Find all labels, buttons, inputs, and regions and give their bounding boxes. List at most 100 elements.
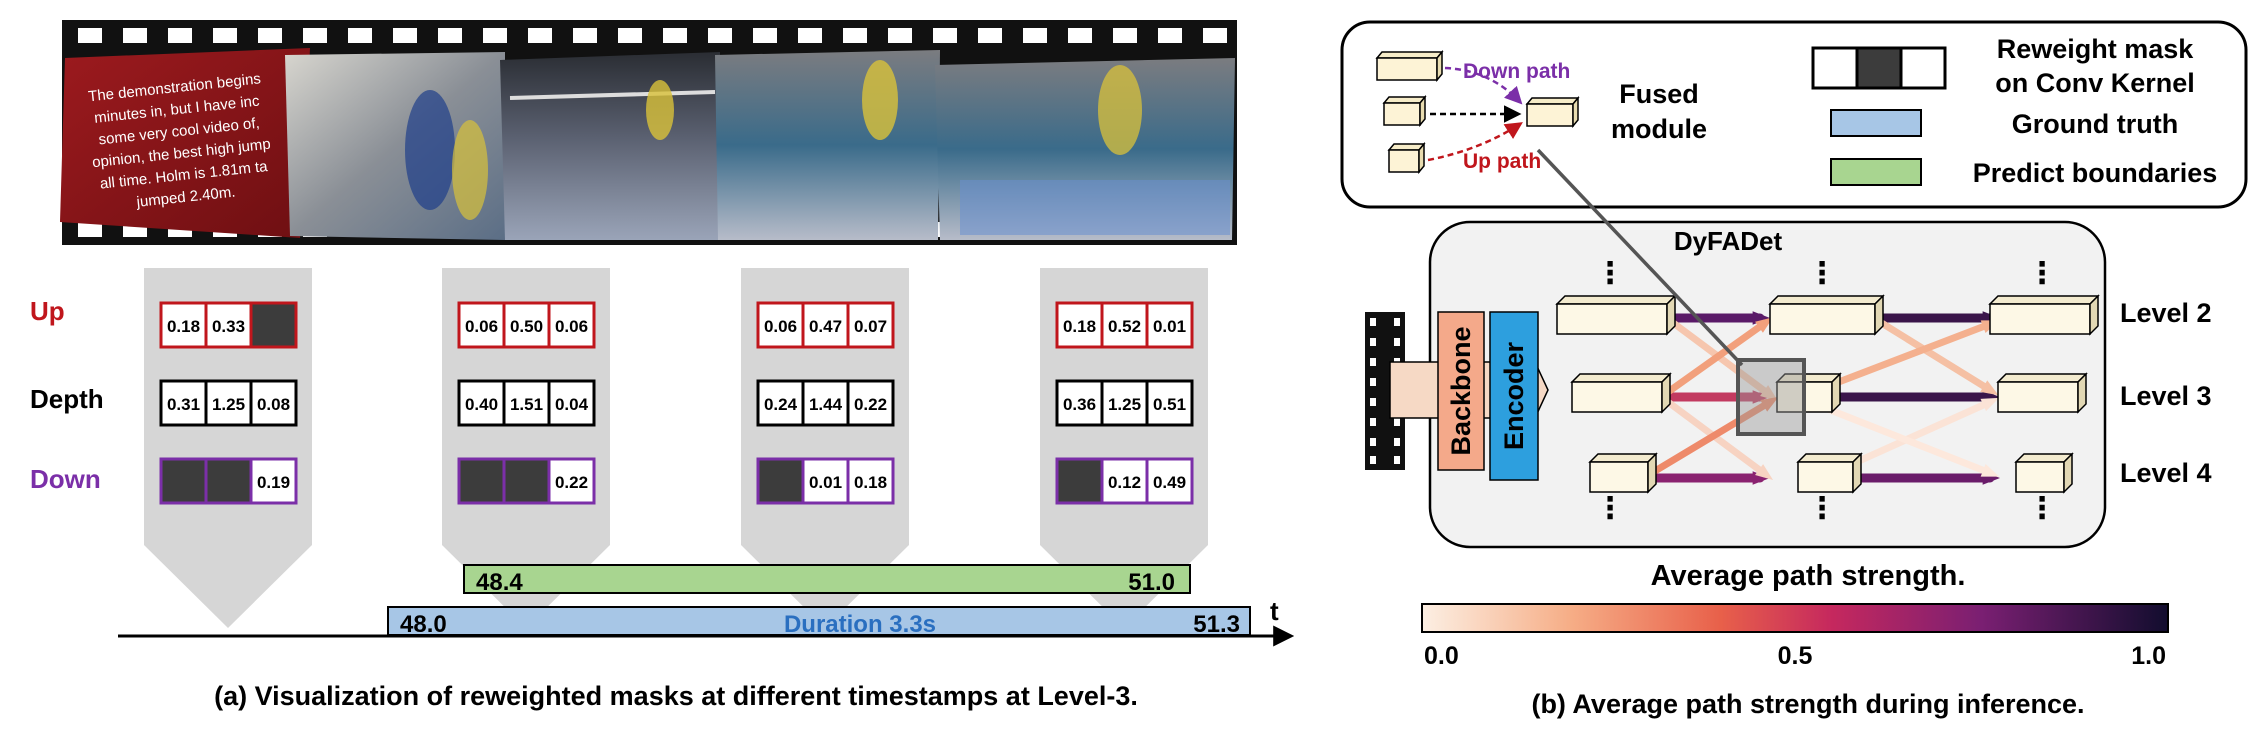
legend-box — [1340, 20, 2248, 209]
down-mask-cell — [547, 457, 596, 505]
depth-mask-value: 0.22 — [854, 395, 887, 414]
predict-boundaries-legend-label: Predict boundaries — [1973, 158, 2218, 188]
sprocket-hole — [393, 28, 417, 43]
path-edge-arrowhead — [1760, 385, 1779, 401]
depth-mask-value: 0.24 — [764, 395, 798, 414]
path-edge — [1664, 319, 1769, 396]
prediction-bar — [463, 564, 1191, 594]
video-frame-1 — [60, 48, 310, 238]
caption-b: (b) Average path strength during inferen… — [1531, 689, 2084, 719]
depth-mask-cell — [801, 379, 850, 427]
up-mask-cell — [1145, 301, 1194, 349]
up-mask-value: 0.33 — [212, 317, 245, 336]
cube-icon — [1375, 49, 1444, 83]
timestamp-pointer — [1040, 268, 1208, 628]
up-mask-value: 0.07 — [854, 317, 887, 336]
cube-icon — [1382, 94, 1427, 128]
panel-a: The demonstration begins minutes in, but… — [30, 20, 1295, 711]
depth-mask-cell — [846, 379, 895, 427]
sprocket-hole — [303, 28, 327, 43]
timestamp-pointer — [144, 268, 312, 628]
up-mask-cell — [457, 301, 506, 349]
reweight-mask-label-line2: on Conv Kernel — [1995, 68, 2195, 98]
level-label-3: Level 3 — [2120, 381, 2212, 411]
up-mask-cell — [547, 301, 596, 349]
sprocket-hole — [843, 28, 867, 43]
backbone-block — [1437, 311, 1485, 471]
fused-module-label-line1: Fused — [1619, 79, 1699, 109]
depth-mask-cell — [547, 379, 596, 427]
down-mask-cell — [457, 457, 506, 505]
panel-b: Down path Up path Fused module Reweight … — [1340, 20, 2248, 719]
down-mask-value: 0.49 — [1153, 473, 1186, 492]
down-mask-cell — [756, 457, 805, 505]
down-path-label: Down path — [1463, 60, 1570, 83]
ellipsis-dots: ⋮ — [2027, 257, 2057, 290]
sprocket-hole — [78, 222, 102, 237]
fused-module-label-line2: module — [1611, 114, 1707, 144]
timestamp-pointer — [442, 268, 610, 628]
feature-cube — [1588, 452, 1658, 494]
feature-cube — [1555, 294, 1677, 336]
ellipsis-dots: ⋮ — [1807, 257, 1837, 290]
ground-truth-end: 51.3 — [1193, 611, 1240, 638]
prediction-start: 48.4 — [476, 569, 523, 596]
cube-icon — [1525, 95, 1580, 129]
sprocket-hole — [348, 28, 372, 43]
depth-mask-value: 0.04 — [555, 395, 589, 414]
sprocket-hole — [123, 28, 147, 43]
depth-mask-value: 0.08 — [257, 395, 290, 414]
depth-mask-cell — [159, 379, 208, 427]
depth-mask-cell — [204, 379, 253, 427]
row-label-up: Up — [30, 296, 65, 326]
sprocket-hole — [258, 28, 282, 43]
path-edge-arrowhead — [1980, 380, 1999, 396]
down-mask-value: 0.19 — [257, 473, 290, 492]
down-mask-cell — [1145, 457, 1194, 505]
colorbar-tick-label: 1.0 — [2131, 642, 2166, 670]
sprocket-hole — [213, 28, 237, 43]
depth-mask-value: 0.51 — [1153, 395, 1186, 414]
timestamp-pointer — [741, 268, 909, 628]
caption-a: (a) Visualization of reweighted masks at… — [214, 681, 1138, 711]
down-mask-cell — [502, 457, 551, 505]
sprocket-hole — [978, 28, 1002, 43]
ground-truth-start: 48.0 — [400, 611, 447, 638]
up-mask-cell — [1100, 301, 1149, 349]
encoder-label: Encoder — [1499, 341, 1529, 450]
path-edge-arrowhead — [1755, 317, 1774, 333]
down-mask-value: 0.01 — [809, 473, 842, 492]
depth-mask-cell — [756, 379, 805, 427]
video-filmstrip: The demonstration begins minutes in, but… — [60, 20, 1237, 245]
sprocket-hole — [1158, 28, 1182, 43]
level-label-4: Level 4 — [2120, 458, 2212, 488]
up-mask-value: 0.52 — [1108, 317, 1141, 336]
reweight-mask-label-line1: Reweight mask — [1997, 34, 2195, 64]
path-edge-arrowhead — [1980, 397, 2000, 412]
feature-cube — [2014, 452, 2074, 494]
path-edge-arrowhead — [1760, 396, 1779, 412]
cube-icon — [1387, 141, 1426, 175]
sprocket-hole — [573, 28, 597, 43]
depth-mask-value: 0.40 — [465, 395, 498, 414]
backbone-label: Backbone — [1446, 326, 1476, 455]
feature-cube — [1768, 294, 1885, 336]
depth-mask-cell — [1145, 379, 1194, 427]
predict-boundaries-legend: Predict boundaries — [1830, 158, 2218, 188]
ellipsis-dots: ⋮ — [2027, 492, 2057, 525]
sprocket-hole — [798, 28, 822, 43]
feature-cube — [1796, 452, 1863, 494]
depth-mask-value: 1.44 — [809, 395, 843, 414]
feature-pyramid-nodes: ⋮⋮⋮⋮⋮⋮ — [1555, 257, 2100, 525]
ellipsis-dots: ⋮ — [1595, 257, 1625, 290]
down-mask-cell — [204, 457, 253, 505]
sprocket-hole — [483, 28, 507, 43]
dyfadet-title: DyFADet — [1674, 226, 1783, 256]
path-strength-title: Average path strength. — [1651, 560, 1966, 592]
sprocket-hole — [888, 28, 912, 43]
feature-cube — [1988, 294, 2100, 336]
